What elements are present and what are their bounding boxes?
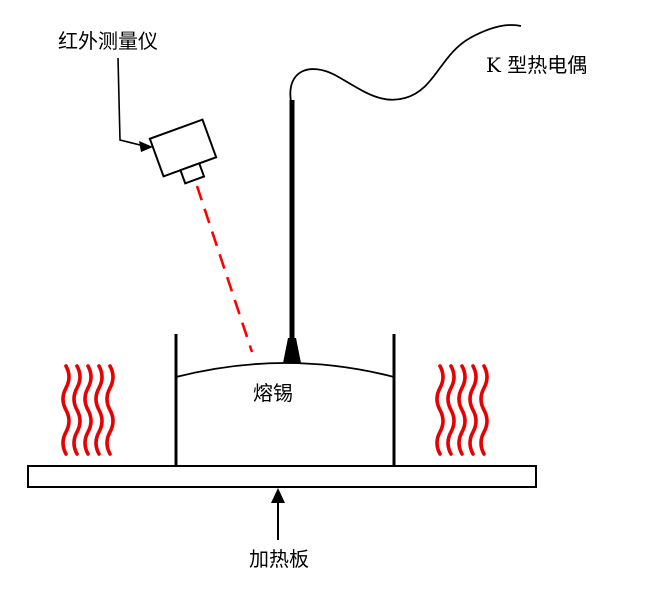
heat-wave-line bbox=[61, 364, 71, 456]
solder-surface-arc bbox=[175, 362, 395, 378]
heat-wave-line bbox=[479, 364, 489, 456]
leader-arrowhead bbox=[139, 141, 153, 152]
heat-wave-line bbox=[72, 364, 82, 456]
hotplate-slab bbox=[27, 465, 537, 488]
solder-label: 熔锡 bbox=[253, 381, 293, 405]
hotplate-arrowhead bbox=[271, 488, 285, 503]
heat-wave-line bbox=[94, 364, 104, 456]
heat-wave-line bbox=[457, 364, 467, 456]
heat-waves-right bbox=[435, 364, 489, 456]
hotplate-label: 加热板 bbox=[249, 547, 309, 571]
heat-waves-left bbox=[61, 364, 115, 456]
heat-wave-line bbox=[446, 364, 456, 456]
heat-wave-line bbox=[105, 364, 115, 456]
heat-wave-line bbox=[83, 364, 93, 456]
infrared-meter-label: 红外测量仪 bbox=[58, 29, 158, 53]
infrared-sensor-body bbox=[148, 118, 218, 178]
infrared-sensor-lens bbox=[179, 162, 206, 185]
laser-beam-dashed-line bbox=[195, 185, 254, 353]
infrared-sensor bbox=[148, 118, 218, 185]
hotplate-pointer-arrow bbox=[271, 488, 285, 540]
thermocouple-probe-tip bbox=[283, 338, 301, 363]
thermocouple-label: K 型热电偶 bbox=[486, 53, 587, 77]
heat-wave-line bbox=[435, 364, 445, 456]
thermocouple-wire bbox=[289, 24, 522, 103]
heat-wave-line bbox=[468, 364, 478, 456]
infrared-leader-line bbox=[117, 57, 153, 152]
